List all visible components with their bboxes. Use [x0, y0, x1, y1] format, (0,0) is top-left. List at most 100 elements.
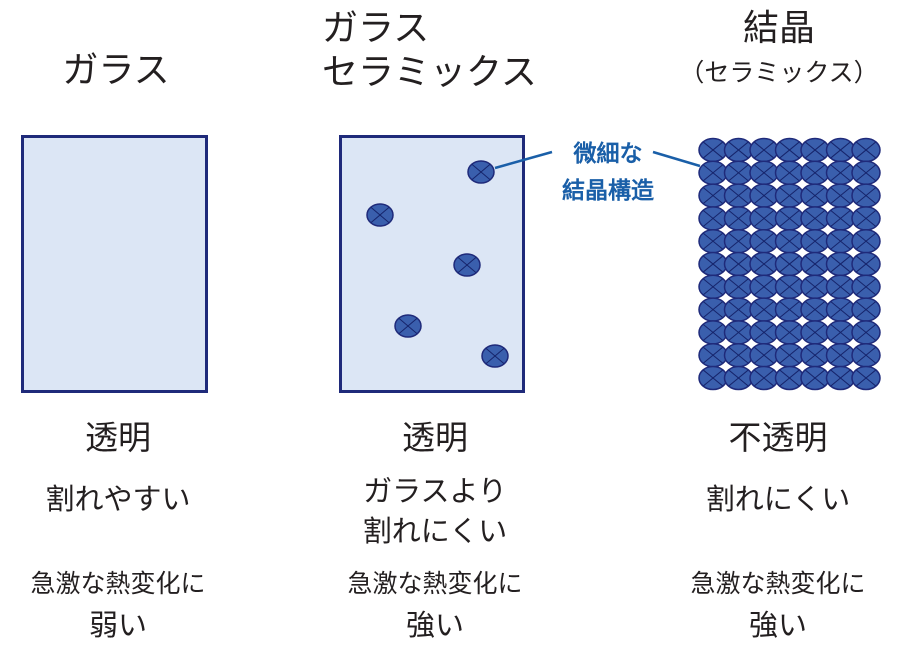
- crystal-cell-r9-c5: [800, 320, 830, 345]
- crystal-breakage: 割れにくい: [705, 482, 851, 516]
- crystal-cell-r7-c2: [723, 274, 754, 300]
- glass-ceramics-heat-line2: 強い: [405, 608, 465, 642]
- glass-ceramics-title-line2: セラミックス: [322, 52, 537, 93]
- fine-crystal-callout-line1: 微細な: [573, 141, 643, 167]
- crystal-cell-r1-c5: [800, 137, 830, 163]
- glass-breakage: 割れやすい: [45, 482, 191, 516]
- crystal-cell-r4-c2: [723, 206, 754, 231]
- crystal-cell-r8-c3: [749, 297, 779, 322]
- crystal-cell-r9-c4: [774, 320, 805, 345]
- crystal-cell-r3-c4: [774, 183, 805, 208]
- crystal-cell-r8-c6: [825, 297, 856, 322]
- crystal-cell-r4-c6: [825, 206, 856, 231]
- crystal-cell-r7-c4: [774, 274, 805, 300]
- crystal-cell-r8-c7: [851, 297, 881, 322]
- crystal-cell-r9-c7: [851, 320, 881, 345]
- callout-leader-left: [494, 150, 553, 170]
- crystal-cell-r8-c4: [774, 297, 805, 322]
- crystal-cell-r9-c1: [698, 320, 728, 345]
- crystal-cell-r2-c5: [800, 160, 830, 186]
- crystal-cell-r5-c6: [825, 228, 856, 254]
- glass-ceramics-breakage-line1: ガラスより: [363, 474, 507, 508]
- crystal-cell-r2-c3: [749, 160, 779, 186]
- crystal-cell-r3-c5: [800, 183, 830, 208]
- micro-crystal-5: [481, 344, 509, 368]
- crystal-cell-r3-c3: [749, 183, 779, 208]
- crystal-cell-r11-c4: [774, 365, 805, 391]
- glass-heat-line1: 急激な熱変化に: [30, 569, 206, 598]
- crystal-cell-r10-c2: [723, 342, 754, 368]
- glass-panel: [21, 135, 208, 393]
- crystal-cell-r11-c7: [851, 365, 881, 391]
- crystal-cell-r2-c1: [698, 160, 728, 186]
- glass-ceramics-breakage-line2: 割れにくい: [362, 514, 508, 548]
- crystal-cell-r1-c1: [698, 137, 728, 163]
- micro-crystal-4: [394, 314, 422, 338]
- micro-crystal-1: [467, 160, 495, 184]
- crystal-cell-r4-c4: [774, 206, 805, 231]
- crystal-cell-r5-c7: [851, 228, 881, 254]
- crystal-cell-r4-c5: [800, 206, 830, 231]
- crystal-cell-r2-c7: [851, 160, 881, 186]
- crystal-cell-r2-c2: [723, 160, 754, 186]
- crystal-cell-r9-c3: [749, 320, 779, 345]
- crystal-cell-r3-c2: [723, 183, 754, 208]
- crystal-cell-r8-c1: [698, 297, 728, 322]
- crystal-cell-r1-c4: [774, 137, 805, 163]
- crystal-cell-r3-c6: [825, 183, 856, 208]
- crystal-transparency: 不透明: [728, 418, 828, 457]
- crystal-cell-r2-c4: [774, 160, 805, 186]
- crystal-cell-r10-c1: [698, 342, 728, 368]
- crystal-cell-r11-c6: [825, 365, 856, 391]
- crystal-cell-r11-c2: [723, 365, 754, 391]
- crystal-cell-r11-c1: [698, 365, 728, 391]
- crystal-cell-r10-c3: [749, 342, 779, 368]
- crystal-cell-r7-c6: [825, 274, 856, 300]
- crystal-cell-r11-c3: [749, 365, 779, 391]
- crystal-cell-r7-c7: [851, 274, 881, 300]
- crystal-cell-r3-c7: [851, 183, 881, 208]
- crystal-cell-r6-c6: [825, 251, 856, 277]
- crystal-cell-r5-c5: [800, 228, 830, 254]
- crystal-cell-r1-c2: [723, 137, 754, 163]
- crystal-cell-r1-c3: [749, 137, 779, 163]
- crystal-grid: [698, 137, 881, 391]
- crystal-cell-r6-c1: [698, 251, 728, 277]
- crystal-cell-r5-c1: [698, 228, 728, 254]
- crystal-cell-r6-c7: [851, 251, 881, 277]
- fine-crystal-callout-line2: 結晶構造: [562, 178, 654, 204]
- crystal-title: 結晶: [742, 8, 816, 49]
- crystal-cell-r5-c4: [774, 228, 805, 254]
- crystal-subtitle: （セラミックス）: [679, 58, 879, 87]
- callout-leader-right: [652, 150, 701, 168]
- crystal-cell-r10-c7: [851, 342, 881, 368]
- crystal-cell-r10-c5: [800, 342, 830, 368]
- crystal-cell-r1-c6: [825, 137, 856, 163]
- glass-ceramics-title-line1: ガラス: [322, 8, 430, 49]
- crystal-heat-line1: 急激な熱変化に: [690, 569, 866, 598]
- crystal-cell-r4-c3: [749, 206, 779, 231]
- crystal-cell-r11-c5: [800, 365, 830, 391]
- crystal-cell-r6-c3: [749, 251, 779, 277]
- crystal-cell-r2-c6: [825, 160, 856, 186]
- crystal-cell-r10-c6: [825, 342, 856, 368]
- crystal-cell-r5-c2: [723, 228, 754, 254]
- crystal-cell-r6-c2: [723, 251, 754, 277]
- crystal-cell-r7-c5: [800, 274, 830, 300]
- glass-heat-line2: 弱い: [88, 608, 148, 642]
- glass-ceramics-heat-line1: 急激な熱変化に: [347, 569, 523, 598]
- crystal-cell-r6-c5: [800, 251, 830, 277]
- glass-ceramics-transparency: 透明: [402, 418, 468, 457]
- crystal-cell-r1-c7: [851, 137, 881, 163]
- crystals-layer: [366, 160, 509, 368]
- crystal-cell-r10-c4: [774, 342, 805, 368]
- crystal-cell-r6-c4: [774, 251, 805, 277]
- glass-transparency: 透明: [85, 418, 151, 457]
- crystal-cell-r5-c3: [749, 228, 779, 254]
- crystal-cell-r4-c7: [851, 206, 881, 231]
- crystal-cell-r4-c1: [698, 206, 728, 231]
- crystal-cell-r8-c2: [723, 297, 754, 322]
- crystal-cell-r7-c1: [698, 274, 728, 300]
- glass-title: ガラス: [62, 50, 170, 91]
